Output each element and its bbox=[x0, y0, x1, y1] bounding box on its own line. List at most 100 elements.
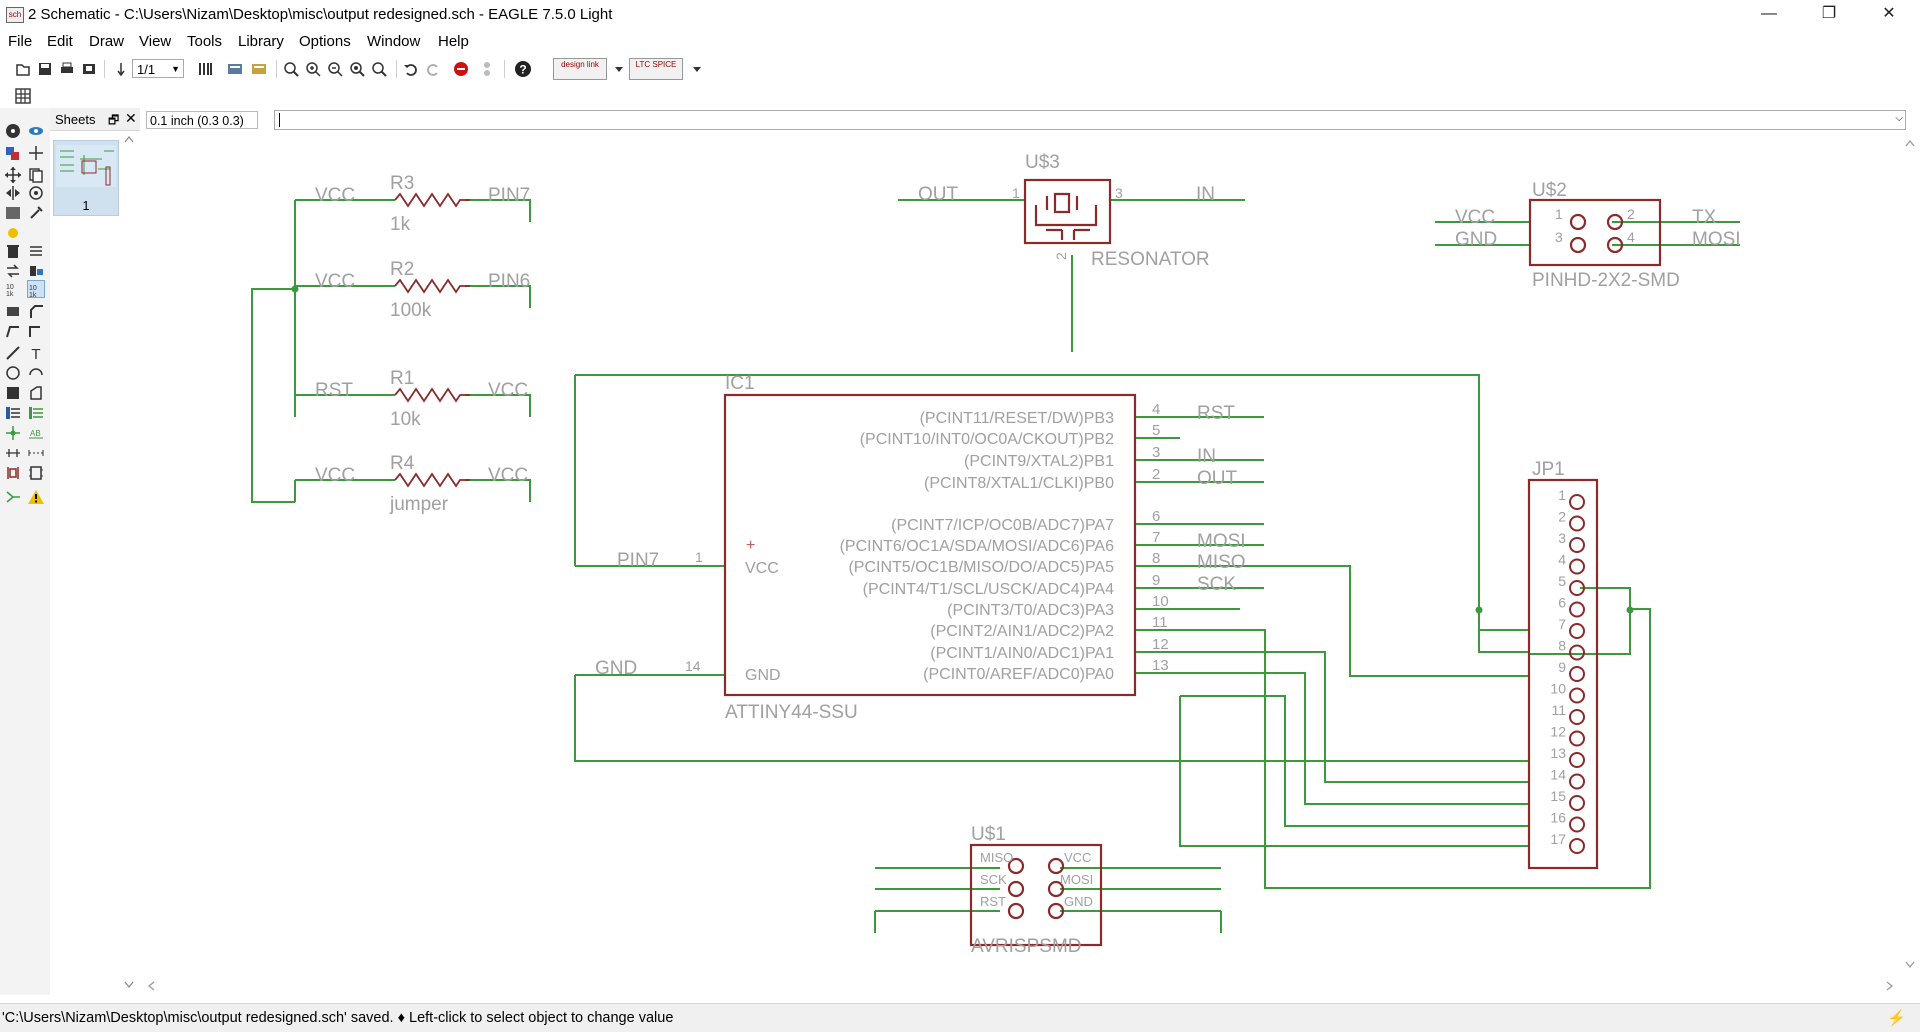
schematic-canvas[interactable]: + VCC R3 1k PIN7 VCC R2 100k PIN6 RST R1… bbox=[140, 132, 1920, 977]
sheet-thumbnail[interactable]: 1 bbox=[53, 140, 119, 216]
sheet-select[interactable]: 1/1▼ bbox=[132, 59, 184, 78]
gateswap-icon[interactable] bbox=[27, 262, 45, 280]
zoom-select-icon[interactable] bbox=[370, 60, 388, 78]
junction-icon[interactable] bbox=[4, 424, 22, 442]
menu-window[interactable]: Window bbox=[367, 33, 421, 50]
sheets-scrollbar[interactable] bbox=[120, 130, 138, 995]
resonator-symbol[interactable] bbox=[1023, 178, 1112, 245]
jp1-pin[interactable] bbox=[1569, 730, 1585, 747]
command-history-dropdown-icon[interactable]: ⌵ bbox=[1895, 113, 1903, 124]
zoom-fit-icon[interactable] bbox=[282, 60, 300, 78]
polygon-icon[interactable] bbox=[27, 384, 45, 402]
net-icon[interactable] bbox=[27, 404, 45, 422]
open-icon[interactable] bbox=[14, 60, 32, 78]
print-icon[interactable] bbox=[58, 60, 76, 78]
menu-library[interactable]: Library bbox=[238, 33, 284, 50]
menu-view[interactable]: View bbox=[139, 33, 172, 50]
paste-icon[interactable] bbox=[4, 224, 22, 242]
jp1-pin[interactable] bbox=[1569, 623, 1585, 639]
bus-icon[interactable] bbox=[4, 404, 22, 422]
errors-icon[interactable] bbox=[27, 488, 45, 506]
jp1-pin[interactable] bbox=[1569, 644, 1585, 661]
miter-icon[interactable] bbox=[27, 302, 45, 320]
grid-icon[interactable] bbox=[14, 87, 32, 105]
wire-icon[interactable] bbox=[4, 344, 22, 362]
minimize-button[interactable]: — bbox=[1761, 5, 1777, 22]
save-icon[interactable] bbox=[36, 60, 54, 78]
mark-icon[interactable] bbox=[27, 144, 45, 162]
command-input[interactable]: ⌵ bbox=[274, 110, 1906, 130]
close-button[interactable]: ✕ bbox=[1882, 5, 1896, 22]
show-icon[interactable] bbox=[27, 122, 45, 140]
mirror-icon[interactable] bbox=[4, 184, 22, 202]
horizontal-scrollbar[interactable] bbox=[140, 977, 1920, 995]
ltspice-dropdown-icon[interactable] bbox=[688, 60, 701, 78]
redraw-icon[interactable] bbox=[348, 60, 366, 78]
jp1-body[interactable] bbox=[1527, 478, 1599, 870]
ltspice-button[interactable]: LTC SPICE bbox=[629, 58, 683, 80]
erc-icon[interactable] bbox=[4, 488, 22, 506]
change-icon[interactable] bbox=[27, 204, 45, 222]
jp1-pin[interactable] bbox=[1569, 494, 1585, 510]
zoom-out-icon[interactable] bbox=[326, 60, 344, 78]
menu-file[interactable]: File bbox=[8, 33, 33, 50]
vertical-scrollbar[interactable] bbox=[1900, 132, 1920, 977]
smash-icon[interactable] bbox=[4, 302, 22, 320]
undo-icon[interactable] bbox=[402, 60, 420, 78]
circle-icon[interactable] bbox=[4, 364, 22, 382]
stop-icon[interactable] bbox=[452, 60, 470, 78]
design-link-dropdown-icon[interactable] bbox=[610, 60, 623, 78]
jp1-pin[interactable] bbox=[1569, 558, 1585, 575]
jp1-pin[interactable] bbox=[1569, 816, 1585, 833]
frame-icon[interactable] bbox=[4, 464, 22, 482]
jp1-pin[interactable] bbox=[1569, 752, 1585, 768]
add-icon[interactable] bbox=[27, 242, 45, 260]
board-icon[interactable] bbox=[196, 60, 214, 78]
arc-icon[interactable] bbox=[27, 364, 45, 382]
redo-icon[interactable] bbox=[424, 60, 442, 78]
jp1-pin[interactable] bbox=[1569, 709, 1585, 725]
maximize-button[interactable]: ❐ bbox=[1821, 5, 1837, 22]
help-icon[interactable]: ? bbox=[514, 60, 532, 78]
ic1-body[interactable] bbox=[723, 393, 1137, 697]
script-icon[interactable] bbox=[226, 60, 244, 78]
close-sheets-icon[interactable]: ✕ bbox=[125, 110, 137, 126]
cam-processor-icon[interactable] bbox=[80, 60, 98, 78]
jp1-pin[interactable] bbox=[1569, 795, 1585, 811]
design-link-button[interactable]: design link bbox=[553, 58, 607, 80]
move-icon[interactable] bbox=[4, 166, 22, 184]
rect-icon[interactable] bbox=[4, 384, 22, 402]
jp1-pin[interactable] bbox=[1569, 537, 1585, 553]
use-icon[interactable] bbox=[112, 60, 130, 78]
jp1-pin[interactable] bbox=[1569, 687, 1585, 704]
go-icon[interactable] bbox=[478, 60, 496, 78]
menu-draw[interactable]: Draw bbox=[89, 33, 125, 50]
menu-tools[interactable]: Tools bbox=[187, 33, 223, 50]
copy-icon[interactable] bbox=[27, 166, 45, 184]
avrisp-symbol[interactable] bbox=[969, 843, 1103, 947]
stop-command-icon[interactable]: ⚡ bbox=[1887, 1010, 1906, 1027]
jp1-pin[interactable] bbox=[1569, 838, 1585, 854]
attribute-icon[interactable] bbox=[4, 444, 22, 462]
jp1-pin[interactable] bbox=[1569, 666, 1585, 682]
invoke-icon[interactable] bbox=[27, 322, 45, 340]
net-wires[interactable] bbox=[251, 199, 1740, 933]
menu-options[interactable]: Options bbox=[299, 33, 351, 50]
pinswap-icon[interactable] bbox=[4, 262, 22, 280]
dimension-icon[interactable] bbox=[27, 444, 45, 462]
resistor-symbols[interactable] bbox=[394, 192, 470, 488]
menu-edit[interactable]: Edit bbox=[47, 33, 73, 50]
split-icon[interactable] bbox=[4, 322, 22, 340]
schematic-drawing[interactable]: + VCC R3 1k PIN7 VCC R2 100k PIN6 RST R1… bbox=[140, 132, 1920, 977]
display-layers-icon[interactable] bbox=[4, 144, 22, 162]
undock-icon[interactable]: 🗗 bbox=[108, 113, 120, 127]
header-2x2-symbol[interactable] bbox=[1528, 198, 1662, 267]
modules-icon[interactable] bbox=[27, 464, 45, 482]
ulp-icon[interactable] bbox=[250, 60, 268, 78]
jp1-pin[interactable] bbox=[1569, 515, 1585, 532]
group-icon[interactable] bbox=[4, 204, 22, 222]
zoom-in-icon[interactable] bbox=[304, 60, 322, 78]
jp1-pin[interactable] bbox=[1569, 601, 1585, 618]
eagle-app-icon[interactable]: sch bbox=[6, 7, 24, 23]
